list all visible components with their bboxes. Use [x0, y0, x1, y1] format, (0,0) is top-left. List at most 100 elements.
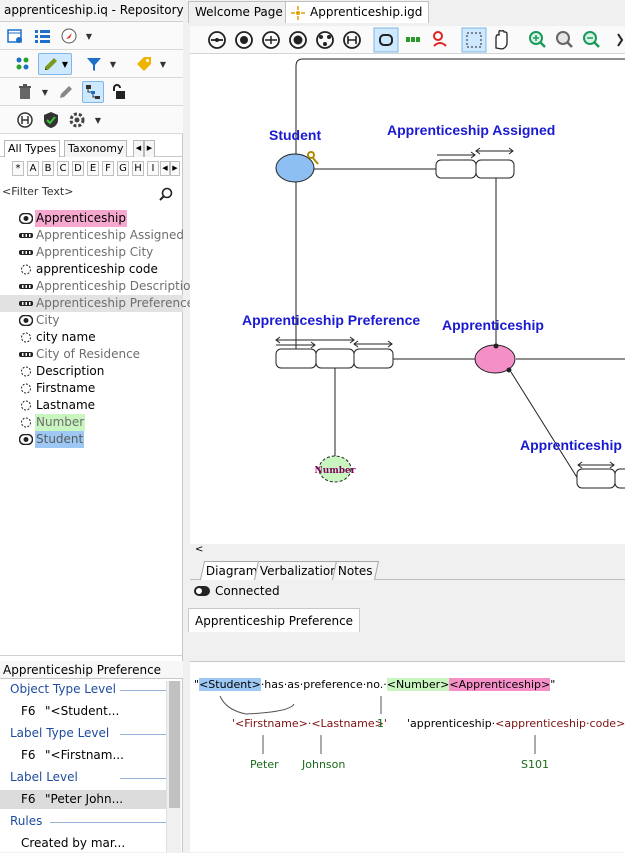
new-diagram-icon[interactable]: [4, 25, 26, 47]
canvas-horizontal-scrollbar[interactable]: <: [190, 544, 625, 558]
alpha-d[interactable]: D: [72, 161, 84, 176]
zoom-in-icon[interactable]: [529, 31, 546, 48]
alpha-b[interactable]: B: [42, 161, 54, 176]
pane-splitter[interactable]: [0, 655, 183, 661]
tabs-scroll-left-icon[interactable]: ◀: [133, 140, 144, 157]
connected-toggle[interactable]: [194, 586, 210, 596]
list-item[interactable]: Apprenticeship Description: [0, 278, 198, 295]
navigation-icon[interactable]: [58, 25, 80, 47]
alpha-scroll-left-icon[interactable]: ◀: [160, 161, 170, 176]
lock-icon[interactable]: [108, 81, 130, 103]
scroll-left-chevron-icon[interactable]: <: [195, 544, 204, 555]
zoom-fit-icon[interactable]: [556, 31, 573, 48]
tool-role-box-icon[interactable]: [373, 27, 399, 53]
property-row[interactable]: F6"<Student...: [0, 702, 166, 721]
list-item[interactable]: Student: [0, 431, 183, 448]
apprenticeship-preference-label[interactable]: Apprenticeship Preference: [242, 312, 420, 328]
hierarchy-icon[interactable]: [82, 81, 104, 103]
tool-fact-left-right-icon[interactable]: [208, 31, 226, 49]
trash-icon[interactable]: [14, 81, 36, 103]
tool-select-icon[interactable]: [461, 27, 487, 53]
list-item[interactable]: city name: [0, 329, 183, 346]
tab-notes[interactable]: Notes: [331, 561, 379, 580]
tool-connector-icon[interactable]: [406, 37, 420, 42]
tool-network-icon[interactable]: [316, 31, 334, 49]
property-section-heading[interactable]: Rules: [10, 814, 170, 832]
alpha-i[interactable]: I: [147, 161, 159, 176]
property-row[interactable]: F6"<Firstnam...: [0, 746, 166, 765]
edit-pencil-icon[interactable]: [55, 81, 77, 103]
trash-dropdown-chevron-icon[interactable]: ▼: [41, 87, 49, 97]
properties-scrollbar-thumb[interactable]: [169, 681, 180, 808]
group-icon[interactable]: [12, 53, 34, 75]
token-student[interactable]: <Student>: [199, 678, 261, 691]
tab-welcome-page[interactable]: Welcome Page: [188, 1, 290, 23]
apprenticeship-preference-fact[interactable]: [275, 336, 394, 369]
tab-taxonomy[interactable]: Taxonomy: [64, 140, 128, 157]
list-item[interactable]: City of Residence: [0, 346, 183, 363]
tag-icon[interactable]: [133, 53, 155, 75]
tab-all-types[interactable]: All Types: [4, 140, 61, 157]
search-icon[interactable]: [159, 187, 173, 201]
fact-type-icon: [19, 281, 33, 292]
zoom-out-icon[interactable]: [583, 31, 600, 48]
list-item[interactable]: Apprenticeship Preference: [0, 295, 194, 312]
alpha-c[interactable]: C: [57, 161, 69, 176]
alpha-h[interactable]: H: [132, 161, 144, 176]
list-item[interactable]: Firstname: [0, 380, 183, 397]
tag-dropdown-chevron-icon[interactable]: ▼: [159, 59, 167, 69]
alpha-e[interactable]: E: [87, 161, 99, 176]
shield-check-icon[interactable]: [40, 109, 62, 131]
tool-entity-icon[interactable]: [235, 31, 253, 49]
property-row[interactable]: Created by mar...: [0, 834, 166, 853]
alpha-scroll-right-icon[interactable]: ▶: [170, 161, 180, 176]
list-item[interactable]: City: [0, 312, 183, 329]
apprenticeship-city-fact[interactable]: [576, 461, 625, 489]
alpha-a[interactable]: A: [27, 161, 39, 176]
list-view-icon[interactable]: [31, 25, 53, 47]
apprenticeship-assigned-fact[interactable]: [435, 147, 515, 179]
highlight-marker-button[interactable]: ▼: [38, 53, 72, 75]
list-item[interactable]: apprenticeship code: [0, 261, 183, 278]
navigation-dropdown-chevron-icon[interactable]: ▼: [85, 31, 93, 41]
list-item[interactable]: Apprenticeship City: [0, 244, 183, 261]
alpha-f[interactable]: F: [102, 161, 114, 176]
filter-icon[interactable]: [83, 53, 105, 75]
alpha-g[interactable]: G: [117, 161, 129, 176]
apprenticeship-assigned-label[interactable]: Apprenticeship Assigned: [387, 122, 555, 138]
analysis-icon[interactable]: [14, 109, 36, 131]
list-item[interactable]: Description: [0, 363, 183, 380]
toolbar-overflow-icon[interactable]: [617, 33, 624, 47]
tool-hierarchy-icon[interactable]: [343, 31, 361, 49]
property-row[interactable]: F6"Peter John...: [0, 790, 166, 809]
apprenticeship-city-partial-label[interactable]: Apprenticeship: [520, 437, 622, 453]
number-value-node[interactable]: [318, 455, 352, 483]
verbalization-tab[interactable]: Apprenticeship Preference: [188, 608, 361, 632]
list-item[interactable]: Number: [0, 414, 183, 431]
tool-pan-hand-icon[interactable]: [495, 30, 508, 50]
apprenticeship-label[interactable]: Apprenticeship: [442, 317, 544, 333]
tool-fact-split-icon[interactable]: [262, 31, 280, 49]
alpha-star[interactable]: *: [12, 161, 24, 176]
property-section-heading[interactable]: Label Level: [10, 770, 170, 788]
token-apprenticeship[interactable]: <Apprenticeship>: [449, 678, 551, 691]
list-item[interactable]: Apprenticeship: [0, 210, 183, 227]
properties-scrollbar[interactable]: [166, 681, 181, 852]
settings-dropdown-chevron-icon[interactable]: ▼: [94, 115, 102, 125]
diagram-canvas[interactable]: Student Apprenticeship Assigned Apprenti…: [190, 54, 625, 544]
tool-route-icon[interactable]: [433, 31, 447, 47]
property-section-heading[interactable]: Label Type Level: [10, 726, 170, 744]
tab-verbalization[interactable]: Verbalization: [253, 561, 344, 580]
list-item[interactable]: Lastname: [0, 397, 183, 414]
settings-gear-icon[interactable]: [66, 109, 88, 131]
student-label[interactable]: Student: [269, 127, 321, 143]
list-item[interactable]: Apprenticeship Assigned: [0, 227, 184, 244]
tool-value-icon[interactable]: [289, 31, 307, 49]
tab-apprenticeship-igd[interactable]: Apprenticeship.igd: [285, 1, 430, 23]
property-section-heading[interactable]: Object Type Level: [10, 682, 170, 700]
tabs-scroll-right-icon[interactable]: ▶: [144, 140, 155, 157]
token-number[interactable]: <Number>: [386, 678, 450, 691]
student-entity-node[interactable]: [275, 153, 315, 183]
filter-dropdown-chevron-icon[interactable]: ▼: [109, 59, 117, 69]
filter-input[interactable]: <Filter Text>: [2, 185, 178, 203]
